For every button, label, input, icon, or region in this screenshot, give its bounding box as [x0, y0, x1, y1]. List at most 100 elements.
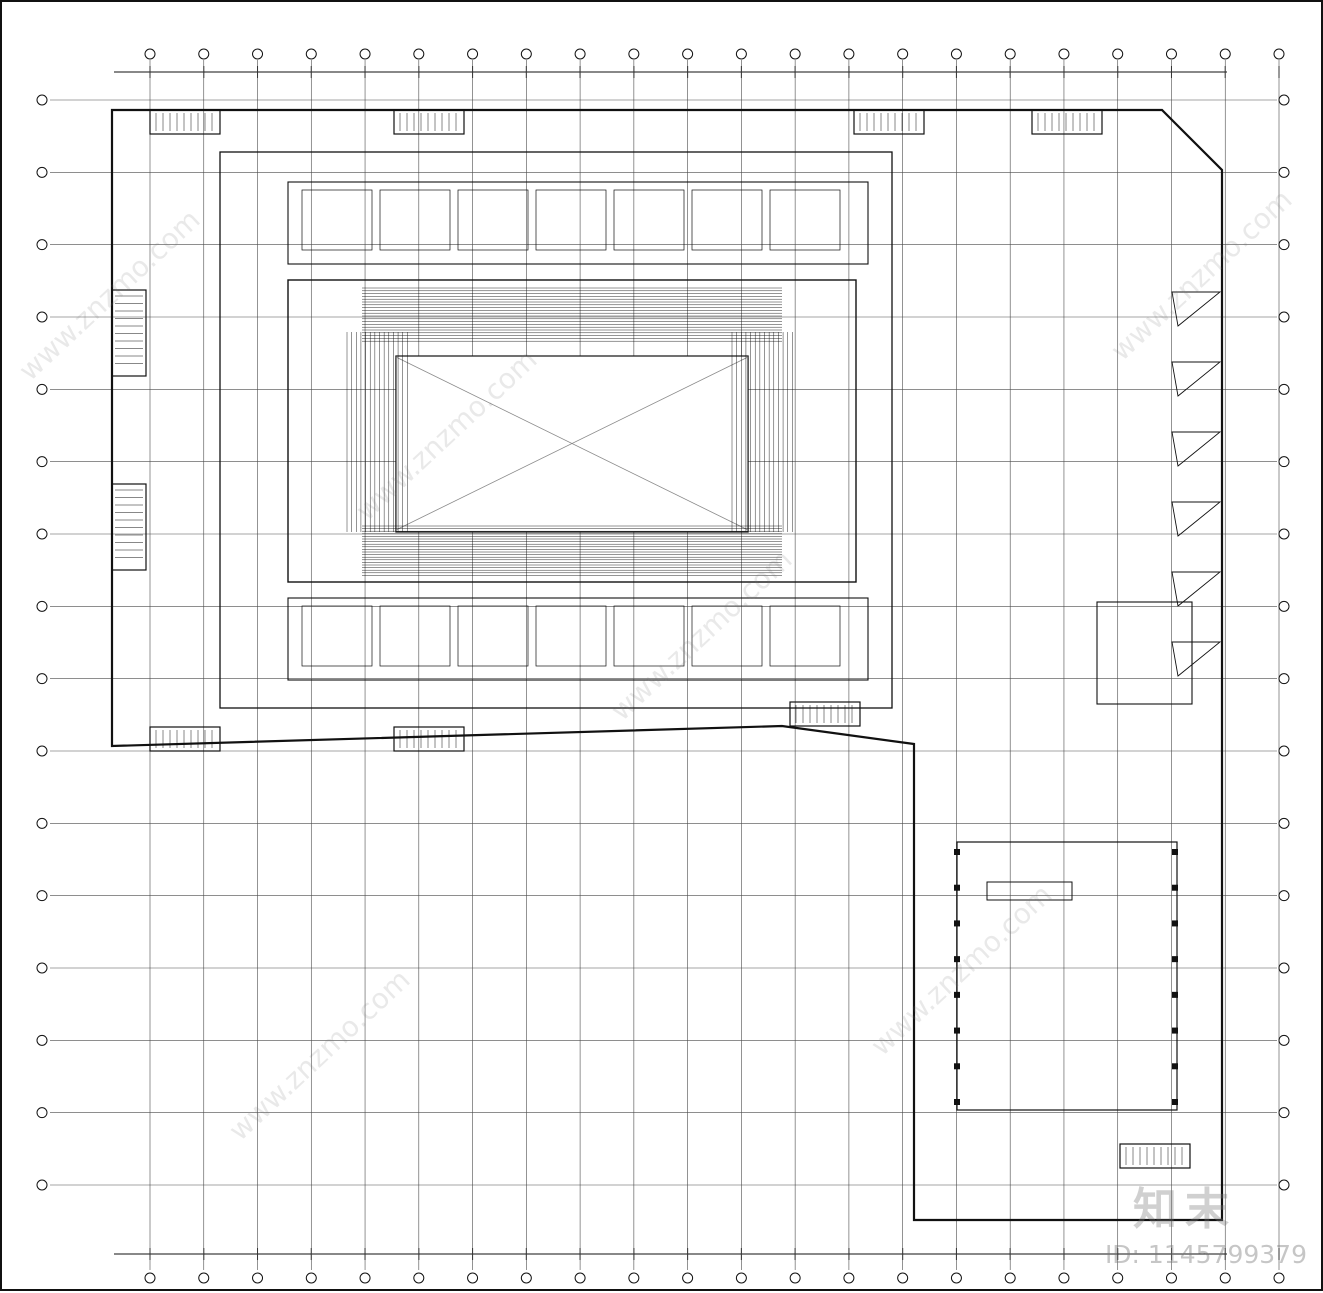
axis-bubble-bottom	[1219, 1272, 1231, 1284]
axis-bubble-right	[1278, 817, 1290, 829]
north-room	[691, 189, 763, 251]
axis-bubble-left	[36, 817, 48, 829]
axis-bubble-bottom	[574, 1272, 586, 1284]
axis-bubble-top	[1165, 48, 1177, 60]
axis-bubble-top	[520, 48, 532, 60]
arena-ring-wall	[219, 151, 893, 709]
watermark-text: www.znzmo.com	[12, 203, 206, 387]
axis-bubble-bottom	[413, 1272, 425, 1284]
axis-bubble-bottom	[144, 1272, 156, 1284]
axis-bubble-bottom	[682, 1272, 694, 1284]
axis-bubble-top	[897, 48, 909, 60]
axis-bubble-top	[198, 48, 210, 60]
axis-bubble-right	[1278, 166, 1290, 178]
south-service-band	[287, 597, 869, 681]
stair-block	[789, 701, 861, 727]
drawing-id: ID: 1145799379	[1104, 1240, 1307, 1269]
axis-bubble-left	[36, 311, 48, 323]
south-room	[379, 605, 451, 667]
axis-bubble-bottom	[252, 1272, 264, 1284]
north-room	[379, 189, 451, 251]
watermark-text: www.znzmo.com	[864, 878, 1058, 1062]
north-service-band	[287, 181, 869, 265]
stair-block	[149, 109, 221, 135]
annex-stair-link	[986, 881, 1073, 901]
brand-logo: 知末	[1133, 1184, 1237, 1235]
axis-bubble-top	[1273, 48, 1285, 60]
arena-seating-bowl	[287, 279, 857, 583]
axis-bubble-right	[1278, 528, 1290, 540]
axis-bubble-bottom	[735, 1272, 747, 1284]
axis-bubble-right	[1278, 456, 1290, 468]
axis-bubble-right	[1278, 311, 1290, 323]
axis-bubble-left	[36, 94, 48, 106]
east-column-wedge	[1171, 571, 1222, 607]
axis-bubble-left	[36, 528, 48, 540]
north-room	[613, 189, 685, 251]
annex-column	[1172, 1099, 1178, 1105]
axis-bubble-right	[1278, 962, 1290, 974]
axis-bubble-bottom	[628, 1272, 640, 1284]
north-room	[535, 189, 607, 251]
axis-bubble-bottom	[359, 1272, 371, 1284]
annex-hall	[956, 841, 1178, 1111]
axis-bubble-top	[628, 48, 640, 60]
west-ramp	[111, 289, 147, 377]
axis-bubble-bottom	[1112, 1272, 1124, 1284]
east-column-wedge	[1171, 501, 1222, 537]
axis-bubble-bottom	[843, 1272, 855, 1284]
axis-bubble-bottom	[789, 1272, 801, 1284]
axis-bubble-bottom	[897, 1272, 909, 1284]
axis-bubble-top	[467, 48, 479, 60]
axis-bubble-left	[36, 456, 48, 468]
annex-column	[954, 849, 960, 855]
axis-bubble-right	[1278, 673, 1290, 685]
east-column-wedge	[1171, 291, 1222, 327]
axis-bubble-top	[789, 48, 801, 60]
axis-bubble-bottom	[467, 1272, 479, 1284]
axis-bubble-top	[950, 48, 962, 60]
axis-bubble-top	[252, 48, 264, 60]
north-room	[301, 189, 373, 251]
north-room	[457, 189, 529, 251]
axis-bubble-top	[843, 48, 855, 60]
axis-bubble-bottom	[198, 1272, 210, 1284]
axis-bubble-left	[36, 890, 48, 902]
axis-bubble-bottom	[305, 1272, 317, 1284]
axis-bubble-top	[1004, 48, 1016, 60]
annex-column	[954, 884, 960, 891]
east-column-wedge	[1171, 431, 1222, 467]
watermark-text: www.znzmo.com	[604, 543, 798, 727]
axis-bubble-top	[359, 48, 371, 60]
east-column-wedge	[1171, 361, 1222, 397]
axis-bubble-right	[1278, 383, 1290, 395]
annex-column	[954, 991, 960, 998]
south-room	[769, 605, 841, 667]
annex-column	[1172, 884, 1178, 891]
axis-bubble-left	[36, 1179, 48, 1191]
south-room	[613, 605, 685, 667]
east-column-wedge	[1171, 641, 1222, 677]
axis-bubble-top	[144, 48, 156, 60]
axis-bubble-top	[574, 48, 586, 60]
axis-bubble-right	[1278, 1034, 1290, 1046]
stair-block	[149, 726, 221, 752]
south-room	[457, 605, 529, 667]
axis-bubble-right	[1278, 600, 1290, 612]
stair-block	[853, 109, 925, 135]
south-room	[535, 605, 607, 667]
watermark-text: www.znzmo.com	[222, 963, 416, 1147]
axis-bubble-top	[735, 48, 747, 60]
axis-bubble-bottom	[520, 1272, 532, 1284]
north-room	[769, 189, 841, 251]
arena-court	[395, 355, 749, 533]
axis-bubble-top	[682, 48, 694, 60]
annex-column	[954, 956, 960, 963]
axis-bubble-left	[36, 600, 48, 612]
axis-bubble-top	[1112, 48, 1124, 60]
annex-column	[1172, 956, 1178, 963]
annex-core	[1096, 601, 1193, 705]
stair-block	[393, 726, 465, 752]
